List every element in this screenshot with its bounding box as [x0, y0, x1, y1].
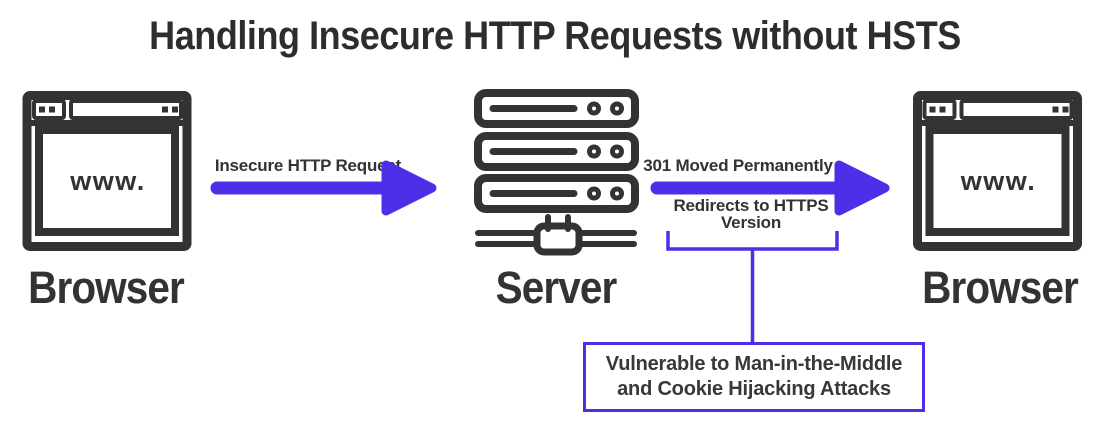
- callout-line2: and Cookie Hijacking Attacks: [617, 378, 891, 400]
- response-arrow-label: 301 Moved Permanently: [643, 156, 833, 175]
- browser-window-icon: www.: [913, 91, 1082, 251]
- vulnerability-callout: Vulnerable to Man-in-the-Middle and Cook…: [583, 342, 925, 412]
- page-title: Handling Insecure HTTP Requests without …: [149, 14, 961, 58]
- callout-line1: Vulnerable to Man-in-the-Middle: [605, 353, 903, 375]
- server-label: Server: [495, 262, 618, 313]
- request-arrow-label: Insecure HTTP Request: [214, 156, 402, 175]
- browser-left-label: Browser: [28, 262, 185, 313]
- response-sublabel-line2: Version: [720, 213, 782, 232]
- browser-toolbar-dots: [39, 106, 178, 113]
- browser-window-icon: www.: [22, 91, 192, 251]
- browser-window-frame: [22, 91, 192, 251]
- response-arrow-sublabel: Redirects to HTTPS Version: [641, 197, 861, 231]
- request-arrow: [210, 160, 437, 216]
- server-network-plug: [475, 214, 637, 256]
- callout-bracket: [666, 231, 839, 346]
- response-arrow: [650, 160, 890, 216]
- server-icon: [474, 89, 639, 256]
- response-sublabel-line1: Redirects to HTTPS: [673, 196, 829, 215]
- browser-right-label: Browser: [922, 262, 1079, 313]
- browser-window-frame: [913, 91, 1082, 251]
- server-rack-units: [474, 89, 639, 213]
- browser-toolbar-dots: [929, 106, 1069, 113]
- browser-www-text: www.: [960, 166, 1037, 196]
- browser-www-text: www.: [69, 166, 146, 196]
